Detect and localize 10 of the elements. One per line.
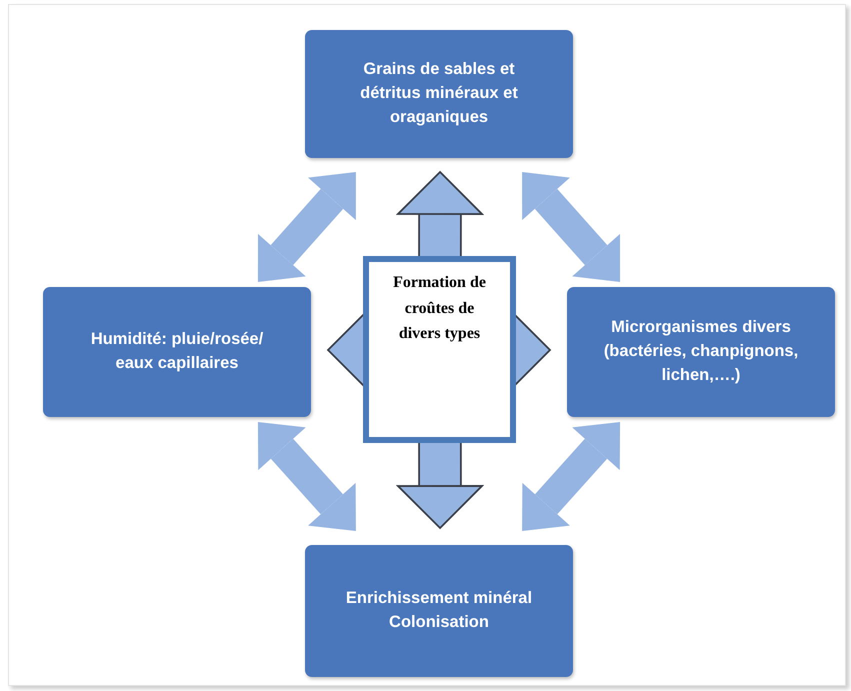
process-box	[567, 287, 835, 417]
node-text: Microrganismes divers (bactéries, chanpignons, lichen,….)	[602, 317, 800, 386]
node-text: Humidité: pluie/rosée/ eaux capillaires	[90, 329, 264, 374]
node-text: Formation de croûtes de divers types	[392, 273, 487, 344]
process-box	[43, 287, 311, 417]
node-text: Enrichissement minéral Colonisation	[344, 588, 534, 633]
node-text: Grains de sables et détritus minéraux et oraganiques	[359, 59, 519, 128]
process-box	[305, 30, 573, 158]
process-box	[305, 545, 573, 677]
central-box	[363, 256, 516, 443]
